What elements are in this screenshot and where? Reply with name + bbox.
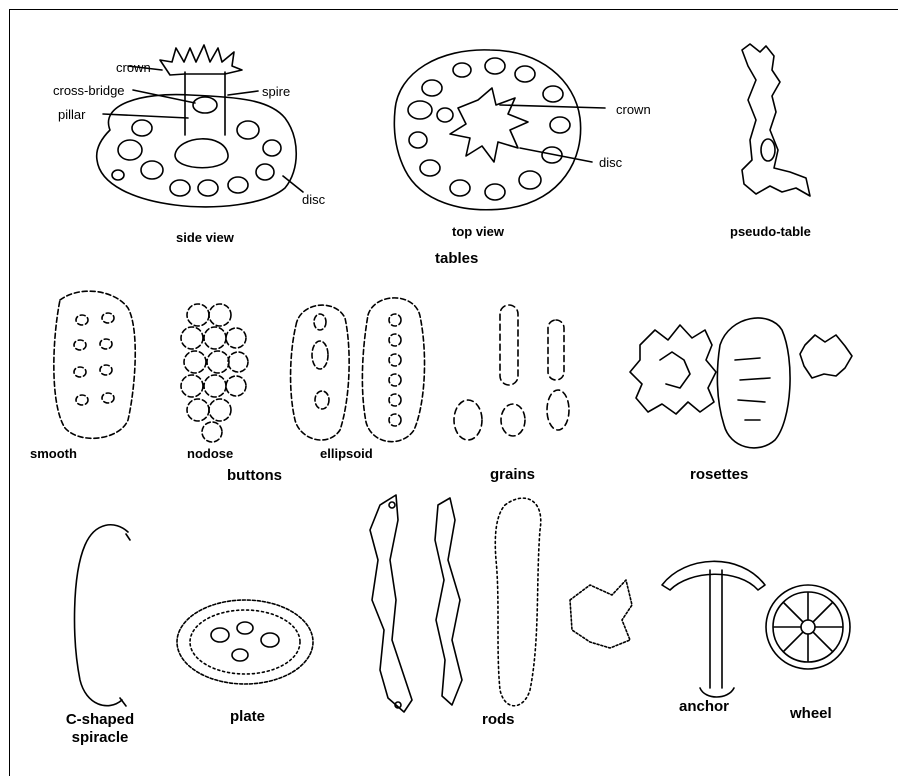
wheel-drawing: [766, 585, 850, 669]
anchor-label: anchor: [679, 699, 729, 714]
button-ellipsoid-drawing: [291, 298, 425, 442]
side-view-caption: side view: [176, 231, 234, 244]
c-spiracle-label-line1: C-shaped: [40, 712, 160, 727]
side-view-pillar-label: pillar: [58, 108, 85, 121]
c-spiracle-label-line2: spiracle: [40, 730, 160, 745]
smooth-label: smooth: [30, 447, 77, 460]
ellipsoid-label: ellipsoid: [320, 447, 373, 460]
grains-label: grains: [490, 467, 535, 482]
nodose-label: nodose: [187, 447, 233, 460]
side-view-cross-bridge-label: cross-bridge: [53, 84, 125, 97]
pseudo-table-drawing: [742, 44, 810, 196]
anchor-drawing: [662, 561, 765, 697]
rosettes-label: rosettes: [690, 467, 748, 482]
side-view-spire-label: spire: [262, 85, 290, 98]
button-smooth-drawing: [54, 291, 135, 438]
table-top-view-drawing: [394, 50, 605, 210]
wheel-label: wheel: [790, 706, 832, 721]
plate-label: plate: [230, 709, 265, 724]
side-view-disc-label: disc: [302, 193, 325, 206]
pseudo-table-label: pseudo-table: [730, 225, 811, 238]
side-view-crown-label: crown: [116, 61, 151, 74]
top-view-disc-label: disc: [599, 156, 622, 169]
c-spiracle-label: C-shaped spiracle: [40, 712, 160, 745]
top-view-caption: top view: [452, 225, 504, 238]
rods-drawing: [370, 495, 632, 712]
tables-group-label: tables: [435, 251, 478, 266]
grains-drawing: [454, 305, 569, 440]
button-nodose-drawing: [181, 304, 248, 442]
rosettes-drawing: [630, 318, 852, 448]
buttons-group-label: buttons: [227, 468, 282, 483]
rods-label: rods: [482, 712, 515, 727]
plate-drawing: [177, 600, 313, 684]
top-view-crown-label: crown: [616, 103, 651, 116]
c-spiracle-drawing: [75, 525, 130, 706]
